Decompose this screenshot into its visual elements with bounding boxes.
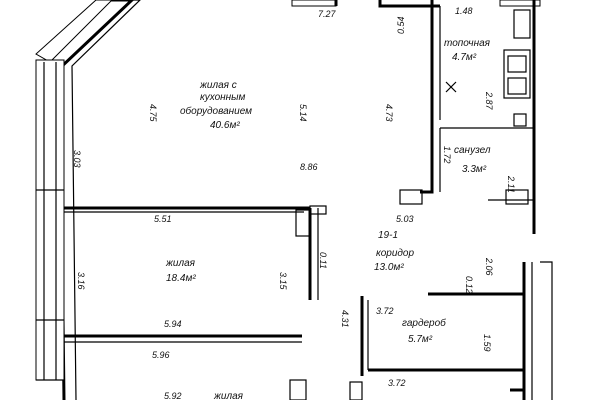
bay-wall-inner (71, 0, 141, 400)
vent-2 (399, 189, 423, 205)
dim-473: 4.73 (384, 104, 394, 122)
living-2-label: жилая (213, 391, 244, 400)
dim-303: 3.03 (72, 150, 82, 168)
corridor-code: 19-1 (378, 230, 398, 241)
dim-211: 2.11 (506, 175, 516, 193)
dim-054: 0.54 (396, 16, 406, 34)
column-3 (289, 379, 307, 400)
dim-596: 5.96 (152, 350, 170, 360)
dimensions: 7.27 0.54 1.48 4.75 5.14 4.73 2.87 3.03 … (72, 6, 516, 400)
column-4 (349, 381, 363, 400)
top-window-right (499, 0, 541, 7)
dim-886: 8.86 (300, 162, 318, 172)
vent-cross-b (445, 81, 457, 93)
dim-372b: 3.72 (388, 378, 406, 388)
dim-206: 2.06 (484, 257, 494, 276)
dim-594: 5.94 (164, 319, 182, 329)
furnace-unit (503, 49, 531, 99)
dim-287: 2.87 (484, 91, 494, 111)
dim-514: 5.14 (298, 104, 308, 122)
living-1-area: 18.4м² (166, 273, 196, 284)
vent-3 (505, 189, 529, 205)
living-kitchen-label-2: кухонным (200, 92, 246, 103)
column-2 (309, 205, 327, 215)
dim-503: 5.03 (396, 214, 414, 224)
living-kitchen-area: 40.6м² (210, 120, 240, 131)
top-right-wall (378, 0, 440, 8)
bay-wall-outer (58, 0, 135, 400)
dim-475: 4.75 (148, 104, 158, 123)
dim-372a: 3.72 (376, 306, 394, 316)
dim-011: 0.11 (318, 252, 328, 269)
walls (35, 0, 553, 400)
dim-431: 4.31 (340, 310, 350, 328)
stair-hint (540, 261, 553, 400)
living-1-label: жилая (165, 258, 196, 269)
corridor-label: коридор (376, 248, 414, 259)
dim-551: 5.51 (154, 214, 172, 224)
furnace-box-2 (507, 77, 527, 95)
furnace-room-label: топочная (444, 38, 491, 49)
furnace-room-area: 4.7м² (452, 52, 477, 63)
bathroom-area: 3.3м² (462, 164, 487, 175)
wardrobe-area: 5.7м² (408, 334, 433, 345)
furnace-box-1 (507, 55, 527, 73)
dim-172: 1.72 (442, 146, 452, 164)
top-window-left (291, 0, 337, 7)
dim-727: 7.27 (318, 9, 337, 19)
column-1 (295, 209, 311, 237)
dim-159: 1.59 (482, 334, 492, 352)
wardrobe-label: гардероб (402, 317, 446, 329)
dim-148: 1.48 (455, 6, 473, 16)
dim-316: 3.16 (76, 272, 86, 290)
dim-012: 0.12 (464, 276, 474, 294)
room-labels: жилая с кухонным оборудованием 40.6м² то… (165, 38, 491, 400)
bathroom-label: санузел (454, 145, 491, 156)
bay-window-left (35, 59, 65, 381)
living-kitchen-label-3: оборудованием (180, 105, 252, 117)
furnace-box-top (513, 9, 531, 39)
living-kitchen-label-1: жилая с (199, 80, 237, 91)
vent-1 (513, 113, 527, 127)
dim-315: 3.15 (278, 272, 288, 291)
dim-592: 5.92 (164, 391, 182, 400)
wall-kitchen-right (420, 0, 434, 194)
corridor-area: 13.0м² (374, 262, 404, 273)
